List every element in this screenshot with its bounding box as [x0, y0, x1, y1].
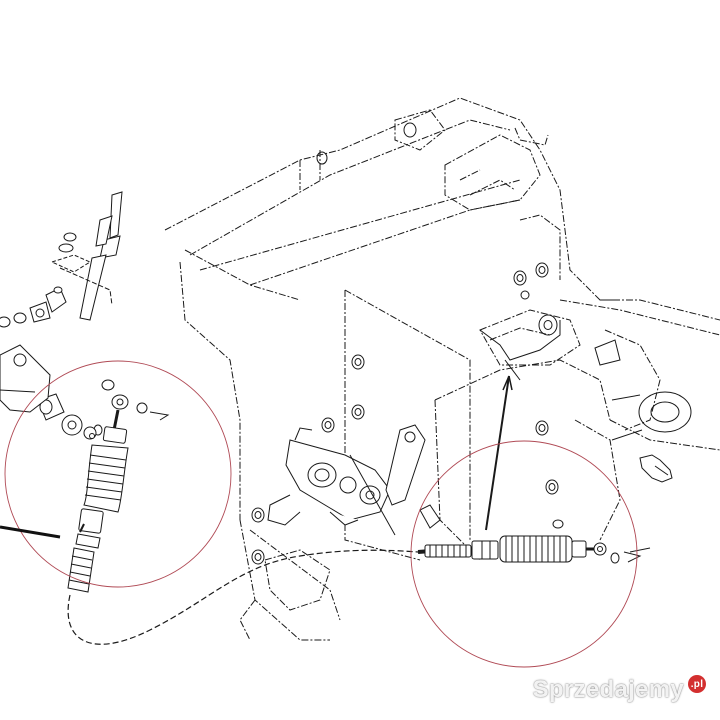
detail-circles	[4, 360, 638, 668]
transmission-housing	[164, 97, 720, 641]
watermark: Sprzedajemy .pl	[532, 675, 706, 704]
left-washers	[37, 393, 97, 440]
watermark-text: Sprzedajemy	[532, 676, 684, 703]
control-cable	[67, 549, 419, 645]
leader-lines	[349, 375, 513, 536]
left-shift-tower	[0, 191, 123, 413]
selector-lever-assembly	[267, 424, 441, 529]
shift-bracket	[479, 314, 692, 441]
pointer-line	[0, 525, 61, 539]
housing-bolt-holes	[251, 122, 559, 565]
watermark-badge-icon: .pl	[688, 675, 706, 693]
hex-bolt	[639, 454, 673, 483]
left-cable-end	[67, 379, 170, 593]
right-cable-end	[417, 519, 651, 564]
